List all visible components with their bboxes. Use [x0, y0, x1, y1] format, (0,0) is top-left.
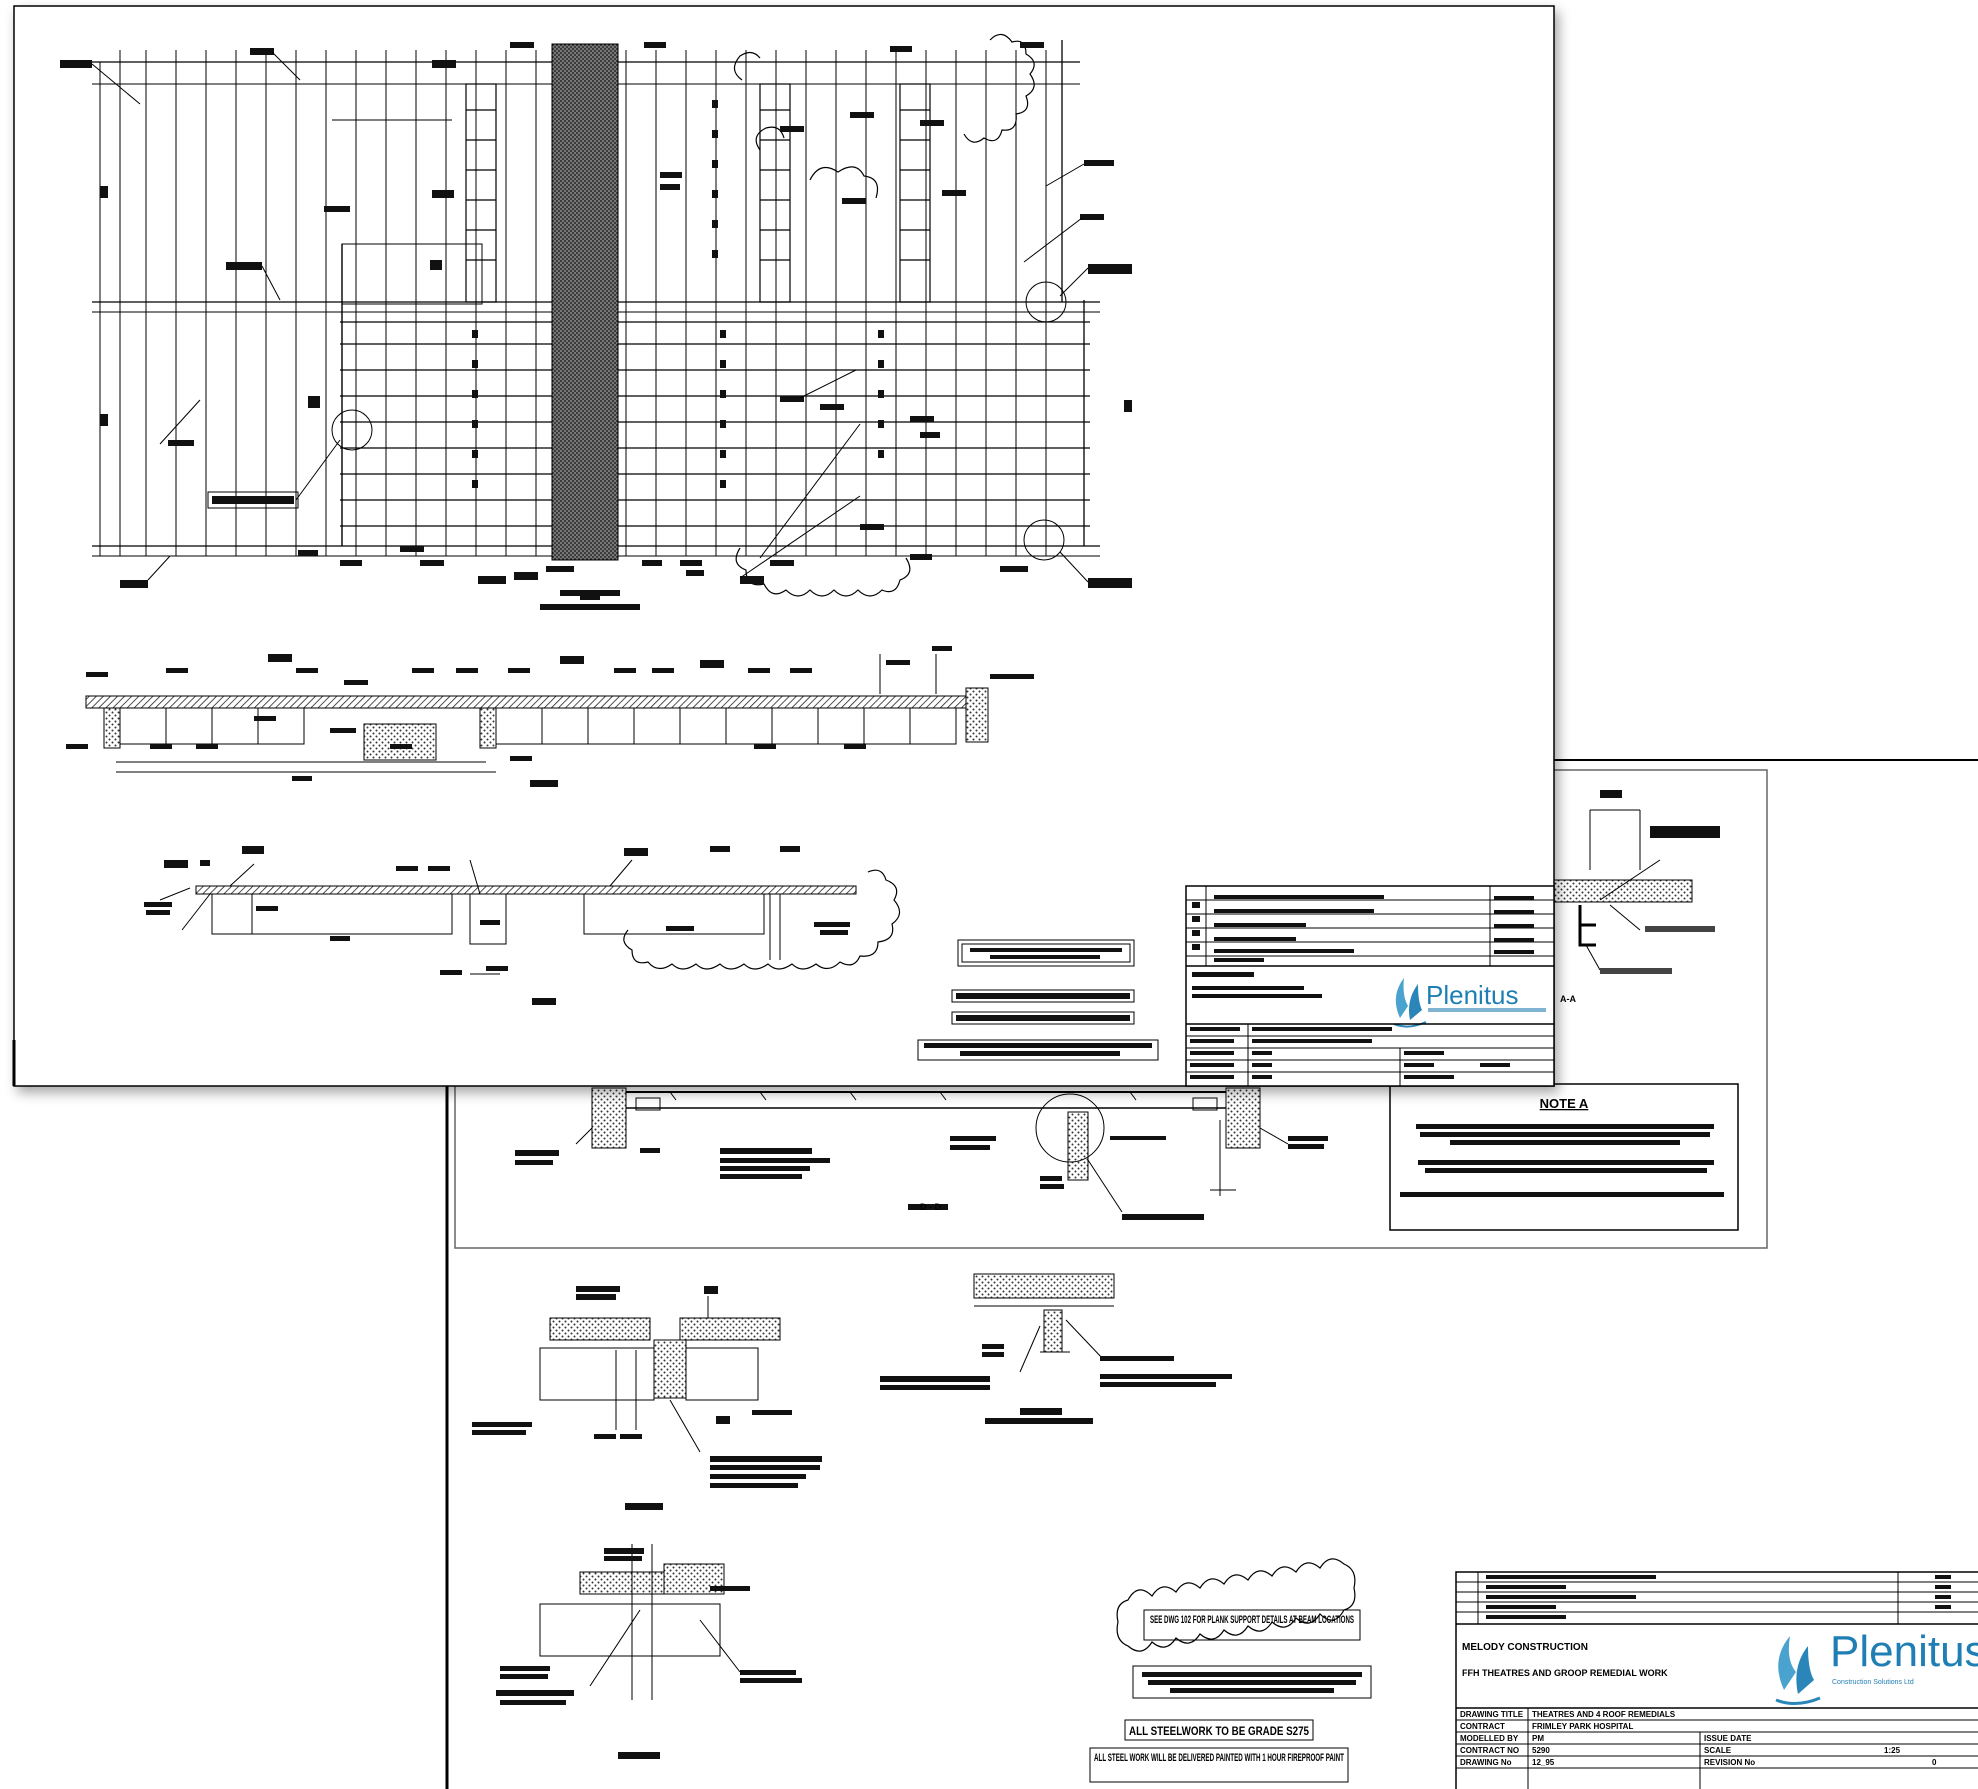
note-painted: ALL STEEL WORK WILL BE DELIVERED PAINTED… — [1094, 1752, 1344, 1764]
title-row-value-3: 5290 — [1532, 1746, 1550, 1755]
title-row-label-2: MODELLED BY — [1460, 1734, 1519, 1743]
back-title-block: MELODY CONSTRUCTION FFH THEATRES AND GRO… — [1455, 1571, 1978, 1789]
front-notes — [917, 939, 1159, 1061]
title-right-label-2: REVISION No — [1704, 1758, 1755, 1767]
detail-c — [472, 1286, 822, 1510]
title-right-value-2: 0 — [1932, 1758, 1937, 1767]
detail-c-label: DETAIL "C" — [622, 1502, 671, 1512]
section-dd-beam — [515, 1087, 1328, 1220]
section-aa — [66, 646, 1034, 787]
title-row-label-1: CONTRACT — [1460, 1722, 1505, 1731]
note-steel-grade: ALL STEELWORK TO BE GRADE S275 — [1129, 1724, 1309, 1738]
plenitus-logo-subtitle: Construction Solutions Ltd — [1832, 1679, 1914, 1686]
note-a-box: NOTE A — [1389, 1083, 1739, 1231]
plan-title — [540, 596, 640, 610]
note-a-title: NOTE A — [1540, 1096, 1589, 1111]
project-name: FFH THEATRES AND GROOP REMEDIAL WORK — [1462, 1668, 1668, 1678]
detail-dd-small — [496, 1544, 802, 1759]
back-logo: Plenitus Construction Solutions Ltd — [1775, 1627, 1978, 1705]
detail-b — [880, 1273, 1232, 1424]
title-row-label-3: CONTRACT NO — [1460, 1746, 1519, 1755]
title-right-label-0: ISSUE DATE — [1704, 1734, 1752, 1743]
detail-dd-label: D - D — [620, 1750, 641, 1760]
section-bb — [144, 846, 901, 1005]
title-right-label-1: SCALE — [1704, 1746, 1732, 1755]
plenitus-logo-text: Plenitus — [1830, 1627, 1978, 1676]
section-mark-aa: A-A — [1560, 994, 1576, 1004]
front-logo-text: Plenitus — [1426, 980, 1519, 1010]
plan-leaders — [91, 51, 1089, 583]
title-row-label-4: DRAWING No — [1460, 1758, 1512, 1767]
plan-markers — [472, 100, 884, 488]
upper-right-detail — [1551, 790, 1720, 974]
detail-b-label: DETAIL "B" — [1020, 1408, 1069, 1418]
title-row-value-1: FRIMLEY PARK HOSPITAL — [1532, 1722, 1633, 1731]
title-rows: DRAWING TITLE THEATRES AND 4 ROOF REMEDI… — [1456, 1708, 1978, 1789]
title-row-value-2: PM — [1532, 1734, 1544, 1743]
note-plank-support: SEE DWG 102 FOR PLANK SUPPORT DETAILS AT… — [1150, 1614, 1354, 1626]
section-dd-label: D - D — [920, 1202, 941, 1212]
front-logo: Plenitus — [1393, 978, 1546, 1028]
title-row-value-4: 12_95 — [1532, 1758, 1555, 1767]
plan-labels — [60, 42, 1132, 596]
hatched-column — [551, 43, 619, 561]
front-title-block: Plenitus — [1185, 885, 1555, 1087]
client-name: MELODY CONSTRUCTION — [1462, 1642, 1588, 1653]
title-row-value-0: THEATRES AND 4 ROOF REMEDIALS — [1532, 1710, 1676, 1719]
back-notes: SEE DWG 102 FOR PLANK SUPPORT DETAILS AT… — [1089, 1558, 1372, 1783]
title-row-label-0: DRAWING TITLE — [1460, 1710, 1524, 1719]
front-sheet: Plenitus A-A — [12, 5, 1576, 1087]
title-right-value-1: 1:25 — [1884, 1746, 1901, 1755]
